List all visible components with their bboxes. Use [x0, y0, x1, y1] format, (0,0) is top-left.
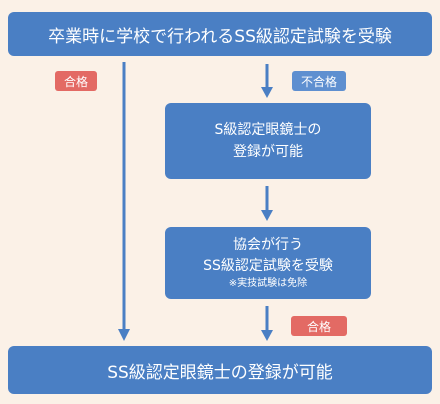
association-exam-line-2: SS級認定試験を受験: [203, 258, 333, 274]
ss-class-registration-text: SS級認定眼鏡士の登録が可能: [107, 362, 333, 383]
top-step-text: 卒業時に学校で行われるSS級認定試験を受験: [48, 26, 392, 47]
pass-badge-right: 合格: [291, 316, 347, 336]
arrow-left-long-head: [118, 329, 130, 341]
association-exam-box: 協会が行う SS級認定試験を受験 ※実技試験は免除: [165, 227, 371, 299]
pass-badge-right-text: 合格: [306, 319, 331, 334]
arrow-mid-head: [261, 210, 273, 221]
arrow-pass-head: [261, 330, 273, 341]
s-class-line-1: S級認定眼鏡士の: [214, 122, 322, 138]
pass-badge-left: 合格: [55, 71, 97, 91]
fail-badge: 不合格: [292, 71, 346, 91]
association-exam-line-1: 協会が行う: [233, 237, 303, 253]
ss-class-registration-box: SS級認定眼鏡士の登録が可能: [8, 346, 432, 394]
practical-exemption-note: ※実技試験は免除: [228, 278, 308, 289]
s-class-line-2: 登録が可能: [233, 144, 303, 160]
top-step-box: 卒業時に学校で行われるSS級認定試験を受験: [8, 12, 432, 56]
fail-badge-text: 不合格: [300, 74, 337, 89]
s-class-registration-box: S級認定眼鏡士の 登録が可能: [165, 103, 371, 179]
arrow-fail-head: [261, 87, 273, 98]
pass-badge-left-text: 合格: [63, 74, 88, 89]
